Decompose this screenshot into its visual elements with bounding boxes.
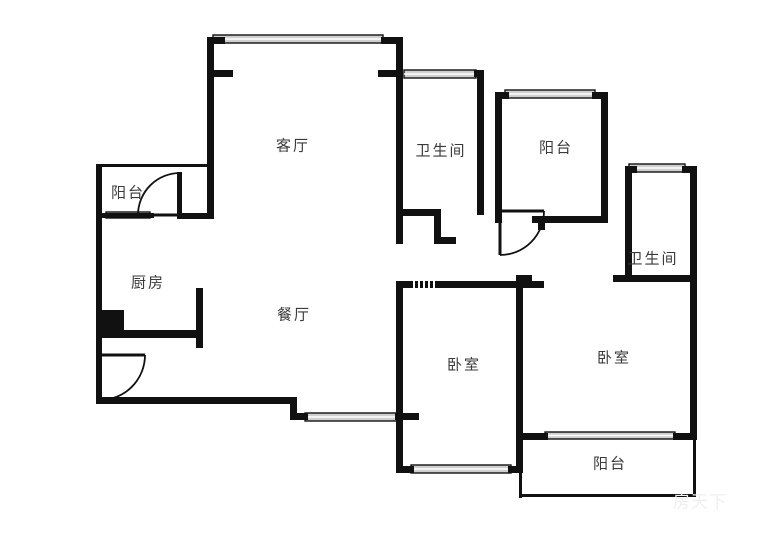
balcL-bottom-left [96, 213, 154, 218]
bed1-left-wall [396, 281, 403, 473]
kitchen-door-jamb-top [96, 348, 102, 358]
balcT-top-left-stub [495, 92, 509, 99]
bed1-top-left-stub [396, 281, 410, 288]
room-label-balcony-left: 阳台 [110, 183, 146, 202]
bath1-bottom-wall [396, 209, 441, 216]
windows-layer [105, 34, 686, 474]
room-label-dining-room: 餐厅 [276, 305, 312, 324]
room-label-kitchen: 厨房 [130, 273, 166, 292]
room-label-bathroom-2: 卫生间 [627, 249, 679, 268]
bath2-top-right-stub [682, 166, 697, 173]
balcT-right-wall [601, 92, 608, 222]
living-top-left-stub [207, 37, 225, 44]
bed1-bottom-left-stub [396, 466, 414, 473]
room-label-balcony-top: 阳台 [538, 138, 574, 157]
kitchen-counter-arm [96, 330, 200, 338]
bath1-left-lower [396, 209, 403, 244]
room-label-bathroom-1: 卫生间 [415, 141, 467, 160]
balcony-top-door-swing-arc [499, 210, 545, 256]
balcB-bottom-thin [519, 494, 696, 497]
site-watermark: 房天下 [673, 492, 727, 513]
balcT-top-right-stub [592, 92, 608, 99]
balcB-right-thin [693, 440, 696, 497]
living-left-jamb [207, 70, 233, 77]
bath2-right-wall [690, 166, 697, 436]
doors-layer [98, 172, 545, 401]
dining-bottom-wall [290, 413, 308, 420]
bath2-left-wall [625, 166, 632, 281]
walls-layer [96, 37, 697, 498]
balcL-left-wall [96, 164, 102, 404]
balcT-bottom-wall [532, 216, 608, 223]
balcony-left-door-swing-arc [137, 172, 181, 216]
balcL-bottom-right [177, 213, 213, 219]
room-label-bedroom-2: 卧室 [596, 348, 632, 367]
kitchen-right-upper [207, 164, 214, 219]
bed2-top-left-stub [516, 275, 532, 282]
room-label-bedroom-1: 卧室 [446, 355, 482, 374]
room-label-balcony-bottom: 阳台 [592, 454, 628, 473]
dining-bottom-right [395, 413, 419, 420]
living-right-jamb [378, 70, 403, 77]
living-left-wall [207, 37, 214, 217]
bed1-top-wall [437, 281, 544, 288]
bath1-right-wall [477, 70, 484, 215]
bed1-right-wall [516, 281, 523, 471]
kitchen-entry-door-swing-arc [99, 354, 146, 401]
dining-step-riser [290, 397, 297, 419]
living-right-wall [396, 37, 403, 217]
bath1-bottom-foot [434, 237, 456, 244]
bed2-bottom-right-stub [673, 433, 697, 440]
balcT-left-wall [495, 92, 502, 222]
bath1-bottom-riser [434, 209, 441, 244]
bed2-bottom-left-stub [523, 433, 548, 440]
bath2-bottom-wall [613, 275, 697, 282]
living-top-right-stub [381, 37, 403, 44]
bed1-bottom-right-stub [508, 466, 523, 473]
kitchen-bottom-wall [96, 397, 296, 404]
room-label-living-room: 客厅 [275, 136, 311, 155]
balcB-left-thin [519, 440, 522, 498]
balcT-bottom-stub [538, 216, 545, 230]
balcL-top-wall [96, 164, 214, 167]
kitchen-right-wall [196, 288, 203, 348]
